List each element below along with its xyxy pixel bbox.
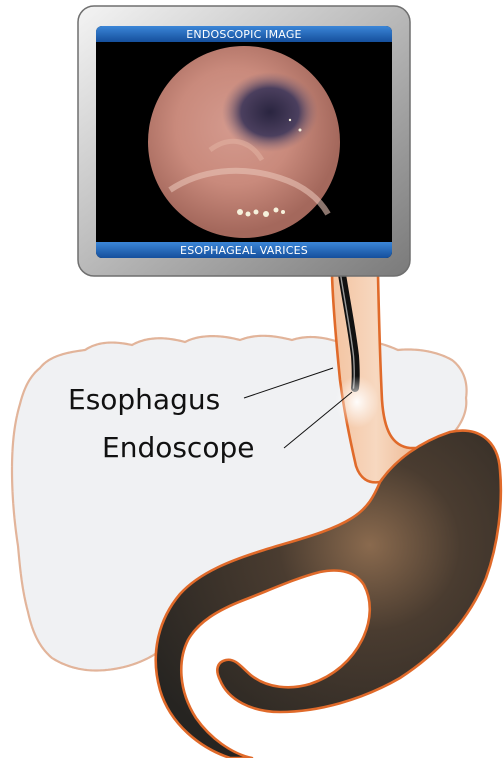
endoscope-light-glow bbox=[335, 376, 379, 428]
top-banner-label: ENDOSCOPIC IMAGE bbox=[186, 28, 301, 41]
monitor: ENDOSCOPIC IMAGE ESOPHAGEAL VARICES bbox=[78, 6, 410, 276]
esophagus-label: Esophagus bbox=[68, 383, 220, 416]
endoscope-label: Endoscope bbox=[102, 431, 254, 464]
bottom-banner-label: ESOPHAGEAL VARICES bbox=[180, 244, 308, 257]
